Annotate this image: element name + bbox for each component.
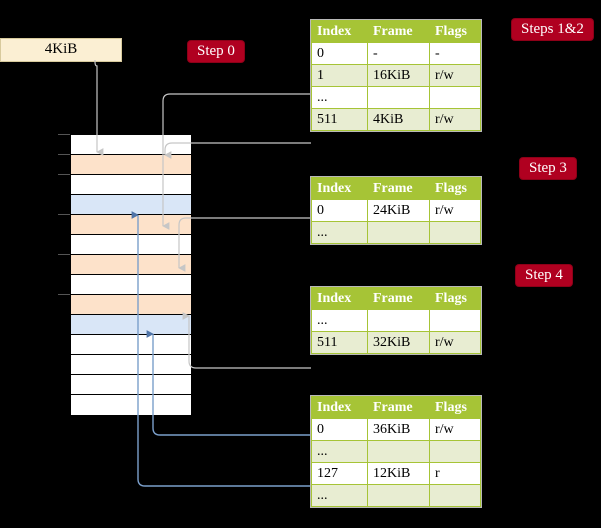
column-header-flags: Flags (429, 396, 481, 419)
column-header-frame: Frame (367, 287, 430, 310)
source-frame-label: 4KiB (44, 41, 78, 57)
memory-row-2 (71, 175, 191, 195)
cell-frame (367, 309, 430, 332)
memory-row-1 (71, 155, 191, 175)
cell-index: ... (311, 440, 368, 463)
cell-frame: 16KiB (367, 64, 430, 87)
table-row: ... (311, 309, 481, 332)
table-row: ... (311, 221, 481, 244)
badge-step-3: Step 3 (520, 158, 576, 179)
cell-frame (367, 440, 430, 463)
memory-row-6 (71, 255, 191, 275)
cell-index: ... (311, 309, 368, 332)
memory-tick-0 (58, 134, 70, 135)
cell-flags (429, 484, 481, 507)
cell-index: 0 (311, 199, 368, 222)
memory-row-7 (71, 275, 191, 295)
cell-frame (367, 221, 430, 244)
badge-step-4-label: Step 4 (525, 267, 563, 283)
column-header-index: Index (311, 177, 368, 200)
table-row: ... (311, 86, 481, 109)
column-header-index: Index (311, 20, 368, 43)
cell-flags: r/w (429, 331, 481, 354)
cell-index: ... (311, 484, 368, 507)
memory-row-13 (71, 395, 191, 415)
badge-step-0: Step 0 (188, 41, 244, 62)
cell-frame (367, 86, 430, 109)
table-row: ... (311, 440, 481, 463)
memory-row-9 (71, 315, 191, 335)
column-header-frame: Frame (367, 396, 430, 419)
cell-frame: 12KiB (367, 462, 430, 485)
column-header-index: Index (311, 287, 368, 310)
cell-index: 0 (311, 418, 368, 441)
memory-row-8 (71, 295, 191, 315)
memory-tick-4 (58, 214, 70, 215)
cell-index: ... (311, 86, 368, 109)
cell-index: 127 (311, 462, 368, 485)
cell-flags (429, 309, 481, 332)
cell-flags: r/w (429, 418, 481, 441)
memory-row-4 (71, 215, 191, 235)
cell-frame (367, 484, 430, 507)
cell-flags: r/w (429, 108, 481, 131)
cell-flags (429, 440, 481, 463)
memory-row-12 (71, 375, 191, 395)
badge-step-3-label: Step 3 (529, 160, 567, 176)
cell-flags: r/w (429, 64, 481, 87)
memory-tick-8 (58, 294, 70, 295)
badge-steps-1-2: Steps 1&2 (512, 19, 593, 40)
table-row: ... (311, 484, 481, 507)
column-header-flags: Flags (429, 20, 481, 43)
cell-frame: 32KiB (367, 331, 430, 354)
cell-index: 1 (311, 64, 368, 87)
source-frame-box: 4KiB (0, 38, 122, 62)
column-header-flags: Flags (429, 287, 481, 310)
memory-row-11 (71, 355, 191, 375)
cell-flags: r (429, 462, 481, 485)
cell-index: 511 (311, 331, 368, 354)
column-header-frame: Frame (367, 20, 430, 43)
memory-tick-2 (58, 174, 70, 175)
column-header-frame: Frame (367, 177, 430, 200)
memory-row-3 (71, 195, 191, 215)
cell-index: 511 (311, 108, 368, 131)
memory-row-10 (71, 335, 191, 355)
cell-index: 0 (311, 42, 368, 65)
memory-tick-1 (58, 154, 70, 155)
cell-frame: - (367, 42, 430, 65)
physical-memory-column (70, 134, 191, 415)
badge-steps-1-2-label: Steps 1&2 (521, 21, 584, 37)
badge-step-4: Step 4 (516, 265, 572, 286)
memory-row-0 (71, 135, 191, 155)
cell-frame: 36KiB (367, 418, 430, 441)
column-header-index: Index (311, 396, 368, 419)
cell-flags (429, 86, 481, 109)
cell-frame: 24KiB (367, 199, 430, 222)
table-row: 0-- (311, 42, 481, 65)
cell-frame: 4KiB (367, 108, 430, 131)
memory-tick-6 (58, 254, 70, 255)
cell-flags (429, 221, 481, 244)
cell-flags: r/w (429, 199, 481, 222)
badge-step-0-label: Step 0 (197, 43, 235, 59)
memory-row-5 (71, 235, 191, 255)
cell-flags: - (429, 42, 481, 65)
cell-index: ... (311, 221, 368, 244)
column-header-flags: Flags (429, 177, 481, 200)
